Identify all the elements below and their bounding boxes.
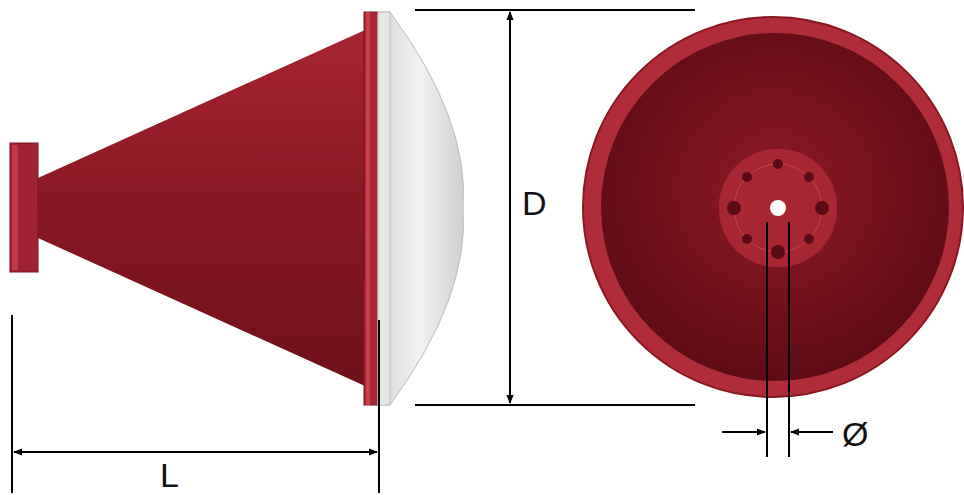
waveguide-flange xyxy=(10,143,38,272)
extension-line xyxy=(415,404,695,406)
front-view xyxy=(583,17,963,397)
length-label: L xyxy=(160,458,179,492)
dimension-arrow xyxy=(509,12,511,403)
extension-line xyxy=(378,320,380,493)
aperture-diameter-label: Ø xyxy=(842,417,868,451)
horn-interior xyxy=(601,33,949,381)
aperture-rim-front xyxy=(583,17,963,397)
bolt-circle xyxy=(734,164,822,252)
extension-line xyxy=(415,9,695,11)
dimension-arrow xyxy=(14,451,377,453)
l-dimension xyxy=(12,315,379,493)
dimension-arrow xyxy=(791,431,833,433)
extension-line xyxy=(766,222,768,457)
dimension-arrow xyxy=(722,431,765,433)
feed-flange xyxy=(718,148,838,268)
diameter-label: D xyxy=(522,186,547,220)
aperture-rim xyxy=(364,12,378,405)
horn-cone xyxy=(38,30,365,386)
side-view xyxy=(10,12,464,405)
extension-line xyxy=(11,315,13,493)
dielectric-lens xyxy=(378,12,464,405)
waveguide-aperture xyxy=(770,200,786,216)
flange-highlight xyxy=(12,145,18,270)
bolt-holes xyxy=(727,159,829,259)
rim-highlight xyxy=(366,12,370,405)
extension-line xyxy=(788,222,790,457)
diameter-dimension xyxy=(722,222,833,457)
